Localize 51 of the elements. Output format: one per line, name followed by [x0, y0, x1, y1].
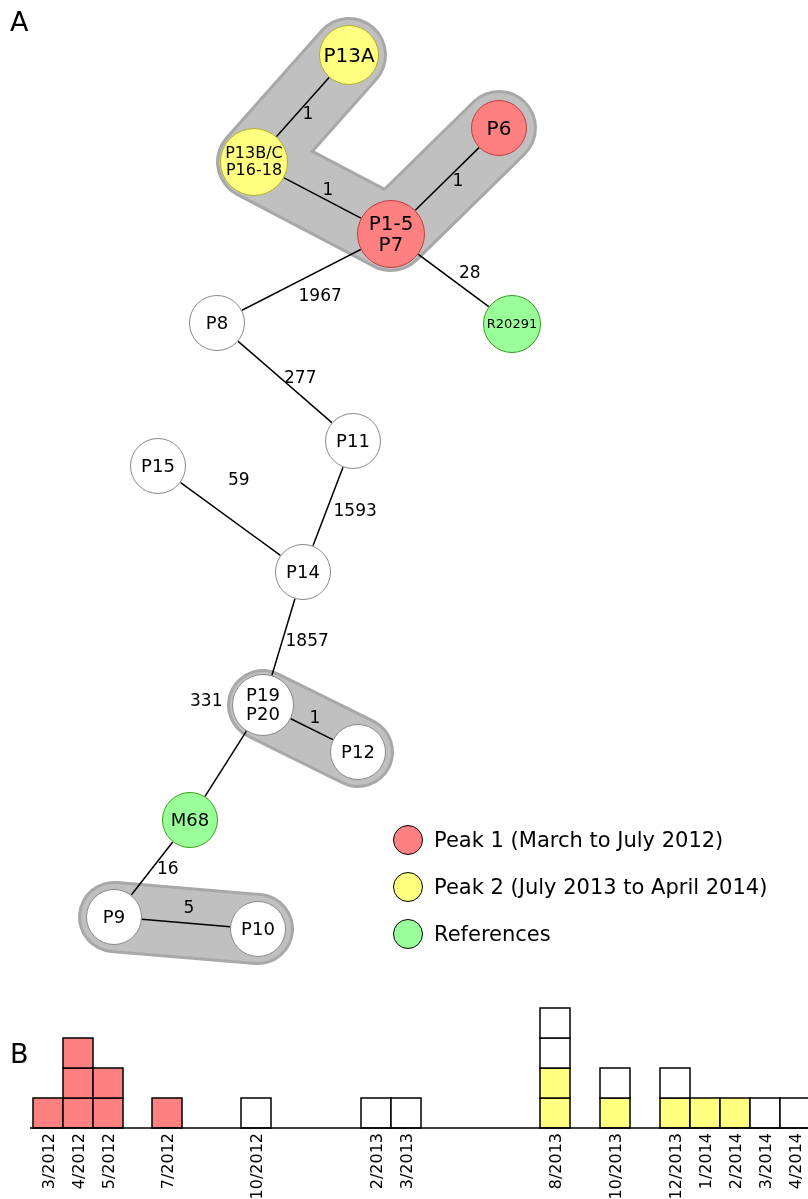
edge-label: 1	[322, 179, 334, 199]
legend-text: Peak 2 (July 2013 to April 2014)	[434, 875, 768, 899]
edge-label: 1593	[333, 500, 377, 520]
edge-line	[417, 253, 490, 308]
edge-label: 59	[228, 469, 250, 489]
edge-line	[312, 466, 344, 547]
axis-tick-label: 4/2014	[785, 1133, 805, 1190]
axis-tick-label: 5/2012	[98, 1133, 118, 1190]
axis-tick-label: 8/2013	[545, 1133, 565, 1190]
sample-node: R20291	[483, 295, 541, 353]
axis-tick-label: 10/2012	[246, 1133, 266, 1199]
sample-node: P11	[325, 413, 381, 469]
edge-label: 1967	[298, 285, 342, 305]
sample-node: M68	[162, 792, 218, 848]
edge-line	[130, 841, 174, 896]
axis-tick-label: 3/2012	[38, 1133, 58, 1190]
edge-line	[283, 177, 362, 219]
edge-label: 1	[302, 103, 314, 123]
edge-label: 277	[284, 367, 317, 387]
edge-label: 1	[452, 170, 464, 190]
axis-tick-label: 12/2013	[665, 1133, 685, 1199]
axis-tick-label: 2/2014	[725, 1133, 745, 1190]
axis-tick-label: 3/2014	[755, 1133, 775, 1190]
edge-line	[241, 248, 362, 311]
sample-node: P14	[275, 544, 331, 600]
edge-line	[141, 918, 231, 928]
panel-label: A	[10, 6, 29, 37]
edge-label: 1857	[285, 630, 329, 650]
edge-line	[414, 146, 480, 211]
edge-label: 5	[183, 897, 195, 917]
edge-line	[179, 481, 282, 557]
edge-line	[204, 730, 248, 798]
sample-node: P15	[130, 438, 186, 494]
axis-tick-label: 7/2012	[157, 1133, 177, 1190]
panel-label: B	[10, 1038, 29, 1069]
edge-label: 331	[190, 690, 223, 710]
axis-tick-label: 3/2013	[396, 1133, 416, 1190]
edge-line	[275, 76, 330, 138]
edge-label: 28	[459, 262, 481, 282]
axis-tick-label: 2/2013	[366, 1133, 386, 1190]
axis-tick-label: 1/2014	[695, 1133, 715, 1190]
axis-tick-label: 4/2012	[68, 1133, 88, 1190]
edge-label: 16	[157, 858, 179, 878]
edge-line	[290, 718, 334, 741]
edge-line	[237, 340, 333, 424]
sample-node: P8	[189, 295, 245, 351]
legend-text: Peak 1 (March to July 2012)	[434, 828, 724, 852]
edge-line	[271, 598, 296, 677]
edge-label: 1	[309, 707, 321, 727]
axis-tick-label: 10/2013	[605, 1133, 625, 1199]
legend-text: References	[434, 922, 551, 946]
